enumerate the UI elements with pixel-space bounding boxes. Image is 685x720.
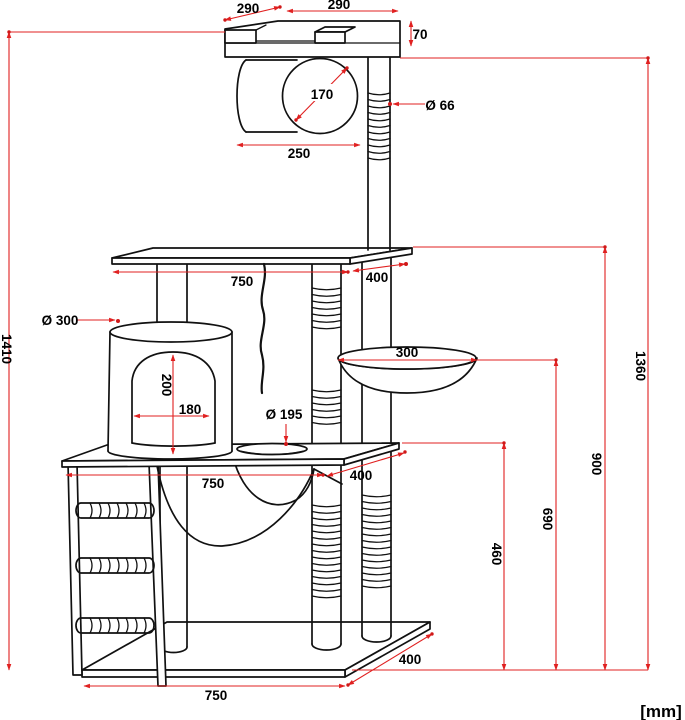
dim-middle-platform-depth: 400 xyxy=(366,270,389,285)
dim-total-height: 1410 xyxy=(0,334,14,364)
dim-basket-diameter: 300 xyxy=(396,345,419,360)
dim-base-width: 750 xyxy=(205,688,228,703)
dim-lower-platform-height: 460 xyxy=(489,543,504,566)
dim-middle-platform-height: 900 xyxy=(589,453,604,476)
dim-tube-diameter: 170 xyxy=(311,87,334,102)
ladder xyxy=(67,462,167,687)
dim-lower-platform-depth: 400 xyxy=(350,468,373,483)
dim-tube-length: 250 xyxy=(288,146,311,161)
dim-middle-platform-width: 750 xyxy=(231,274,254,289)
dim-top-perch-depth: 290 xyxy=(237,1,260,16)
middle-platform xyxy=(111,247,413,265)
platform-hole xyxy=(236,442,308,456)
dim-basket-height: 690 xyxy=(540,508,555,531)
dimension-lines xyxy=(6,5,651,689)
dim-top-perch-width: 290 xyxy=(328,0,351,12)
dim-platform-hole-diameter: Ø 195 xyxy=(266,407,303,422)
dim-house-diameter: Ø 300 xyxy=(42,313,79,328)
play-rope xyxy=(259,262,267,395)
unit-label: [mm] xyxy=(640,702,682,720)
ladder-rung xyxy=(75,557,155,574)
ladder-rung xyxy=(75,617,155,634)
dim-lower-platform-width: 750 xyxy=(202,476,225,491)
dim-post-diameter: Ø 66 xyxy=(425,98,455,113)
dim-top-perch-height: 70 xyxy=(412,27,427,42)
dim-house-door-height: 200 xyxy=(159,374,174,397)
cat-house-cylinder xyxy=(107,321,233,460)
dim-platform-top-height: 1360 xyxy=(633,351,648,381)
top-perch xyxy=(224,20,401,58)
base-board xyxy=(81,621,431,678)
dim-house-door-width: 180 xyxy=(179,402,202,417)
ladder-rung xyxy=(75,502,155,519)
house-support-post xyxy=(156,263,188,331)
hammock xyxy=(156,456,343,547)
top-scratch-post xyxy=(367,56,391,251)
label-backing xyxy=(303,84,341,101)
dim-base-depth: 400 xyxy=(399,652,422,667)
